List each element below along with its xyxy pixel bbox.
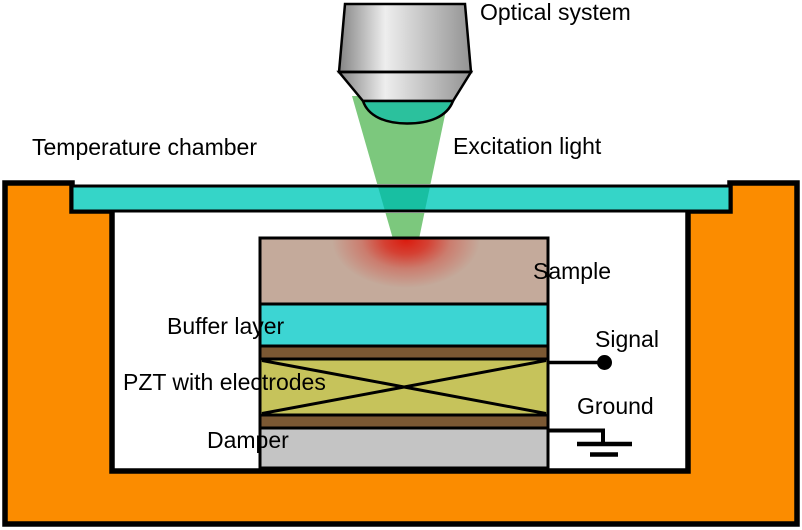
label-excitation-light: Excitation light (453, 133, 602, 159)
label-sample: Sample (533, 258, 611, 284)
label-damper: Damper (207, 427, 289, 453)
excitation-beam-through-window (377, 186, 431, 211)
damper-layer (258, 426, 550, 470)
ground-connection (548, 428, 632, 457)
signal-terminal-dot (597, 355, 612, 370)
pzt-cross-diagonal-2 (261, 359, 547, 415)
label-pzt-with-electrodes: PZT with electrodes (123, 369, 326, 395)
label-temperature-chamber: Temperature chamber (32, 134, 257, 160)
chamber-window-outline (70, 184, 732, 213)
signal-connection (548, 355, 612, 370)
label-ground: Ground (577, 393, 654, 419)
objective-body (337, 2, 473, 74)
label-buffer-layer: Buffer layer (167, 313, 285, 339)
excitation-beam-lower (385, 213, 425, 239)
buffer-layer (258, 302, 550, 348)
sample-stack (258, 236, 550, 470)
ground-wire (548, 428, 605, 444)
laser-hotspot (332, 239, 480, 288)
objective-lens (361, 99, 455, 125)
label-signal: Signal (595, 326, 659, 352)
objective-nose (336, 70, 474, 103)
top-electrode-layer (258, 344, 550, 361)
bottom-electrode-layer (258, 413, 550, 430)
label-optical-system: Optical system (480, 0, 631, 25)
optical-system-objective (336, 2, 474, 125)
